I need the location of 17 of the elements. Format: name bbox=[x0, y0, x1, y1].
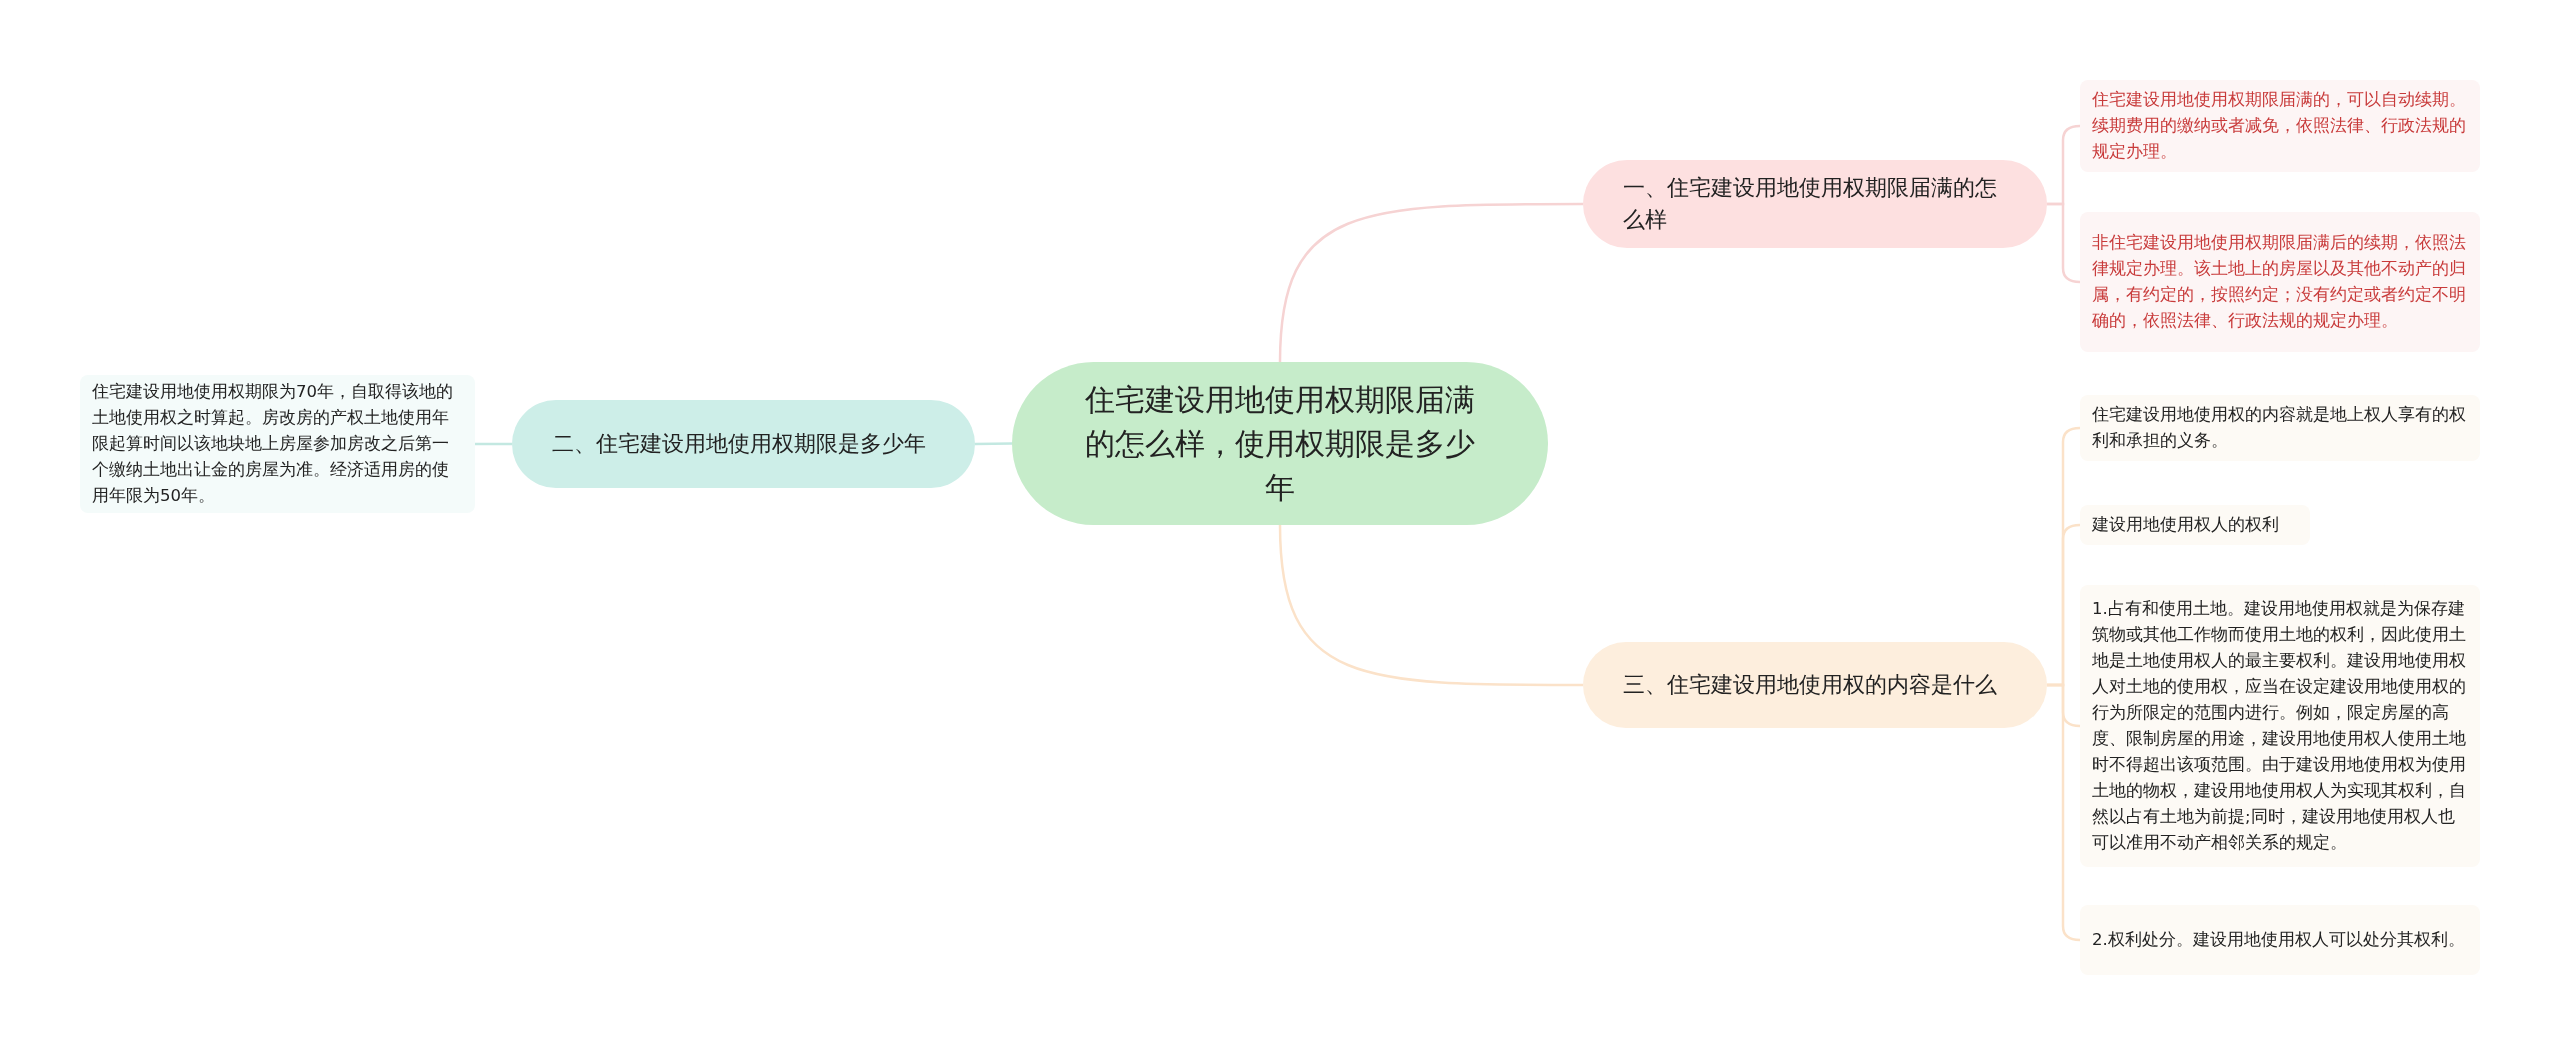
connector-line bbox=[2047, 683, 2081, 942]
detail-note: 2.权利处分。建设用地使用权人可以处分其权利。 bbox=[2080, 905, 2480, 975]
branch-topic: 一、住宅建设用地使用权期限届满的怎么样 bbox=[1583, 160, 2047, 248]
detail-note: 建设用地使用权人的权利 bbox=[2080, 505, 2310, 545]
connector-line bbox=[975, 442, 1012, 446]
detail-note: 住宅建设用地使用权期限为70年，自取得该地的土地使用权之时算起。房改房的产权土地使用年限起算时间以该地块地上房屋参加房改之后第一个缴纳土地出让金的房屋为准。经济适用房的使用年限为50年。 bbox=[80, 375, 475, 513]
connector-line bbox=[1278, 202, 1583, 363]
connector-line bbox=[2047, 202, 2081, 284]
central-topic: 住宅建设用地使用权期限届满的怎么样，使用权期限是多少年 bbox=[1012, 362, 1548, 525]
detail-note: 1.占有和使用土地。建设用地使用权就是为保存建筑物或其他工作物而使用土地的权利，因此使用土地是土地使用权人的最主要权利。建设用地使用权人对土地的使用权，应当在设定建设用地使用权的行为所限定的范围内进行。例如，限定房屋的高度、限制房屋的用途，建设用地使用权人使用土地时不得超出该项范围。由于建设用地使用权为使用土地的物权，建设用地使用权人为实现其权利，自然以占有土地为前提;同时，建设用地使用权人也可以准用不动产相邻关系的规定。 bbox=[2080, 585, 2480, 867]
branch-topic: 三、住宅建设用地使用权的内容是什么 bbox=[1583, 642, 2047, 728]
detail-note: 住宅建设用地使用权的内容就是地上权人享有的权利和承担的义务。 bbox=[2080, 395, 2480, 461]
detail-note: 非住宅建设用地使用权期限届满后的续期，依照法律规定办理。该土地上的房屋以及其他不动产的归属，有约定的，按照约定；没有约定或者约定不明确的，依照法律、行政法规的规定办理。 bbox=[2080, 212, 2480, 352]
branch-topic: 二、住宅建设用地使用权期限是多少年 bbox=[512, 400, 975, 488]
detail-note: 住宅建设用地使用权期限届满的，可以自动续期。续期费用的缴纳或者减免，依照法律、行政法规的规定办理。 bbox=[2080, 80, 2480, 172]
connector-line bbox=[1278, 524, 1583, 687]
connector-line bbox=[475, 442, 512, 446]
